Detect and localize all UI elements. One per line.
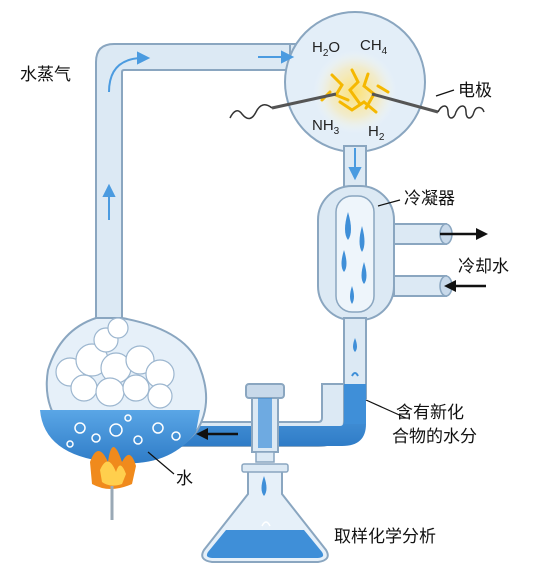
gas-label-ch4: CH4 bbox=[360, 37, 388, 57]
vapor-tube bbox=[95, 43, 301, 319]
left-electrode bbox=[271, 92, 337, 110]
svg-text:H2: H2 bbox=[368, 123, 385, 143]
label-vapor: 水蒸气 bbox=[20, 65, 71, 85]
flow-arrows bbox=[102, 50, 362, 220]
label-condenser: 冷凝器 bbox=[404, 189, 455, 209]
left-wire bbox=[229, 104, 273, 120]
label-electrode: 电极 bbox=[458, 81, 492, 101]
cooling-in-arrow-icon bbox=[444, 280, 486, 292]
label-new-compounds-line1: 含有新化 bbox=[396, 403, 464, 423]
collection-flask bbox=[201, 463, 329, 563]
gas-label-h2: H2 bbox=[368, 123, 385, 143]
svg-text:NH3: NH3 bbox=[312, 117, 340, 137]
boiling-flask bbox=[40, 317, 208, 464]
svg-text:H2O: H2O bbox=[312, 39, 340, 59]
bubbles bbox=[66, 414, 181, 448]
cooling-out-arrow-icon bbox=[440, 228, 488, 240]
right-arrow-icon bbox=[258, 50, 295, 64]
spark-chamber bbox=[229, 11, 485, 153]
gas-label-h2o: H2O bbox=[312, 39, 340, 59]
label-new-compounds-line2: 合物的水分 bbox=[392, 427, 477, 447]
electrode-coil-icon bbox=[437, 105, 485, 119]
right-electrode bbox=[371, 92, 439, 114]
label-water: 水 bbox=[176, 469, 193, 489]
stopcock bbox=[245, 383, 285, 463]
down-arrow-icon bbox=[348, 148, 362, 181]
label-sampling: 取样化学分析 bbox=[334, 527, 436, 547]
cooling-outlet-pipe bbox=[393, 223, 447, 245]
corner-arrow-icon bbox=[108, 51, 151, 93]
up-arrow-icon bbox=[102, 183, 116, 220]
cooling-inlet-pipe bbox=[393, 275, 447, 297]
condensate-droplets bbox=[341, 212, 367, 304]
sample-drop bbox=[261, 476, 267, 496]
steam-clouds bbox=[55, 317, 175, 409]
flame-icon bbox=[90, 447, 136, 520]
label-cooling-water: 冷却水 bbox=[458, 257, 509, 277]
flow-left-arrow-icon bbox=[196, 428, 238, 440]
gas-label-nh3: NH3 bbox=[312, 117, 340, 137]
svg-text:CH4: CH4 bbox=[360, 37, 388, 57]
condenser bbox=[317, 185, 453, 321]
pointer-lines bbox=[147, 89, 455, 475]
